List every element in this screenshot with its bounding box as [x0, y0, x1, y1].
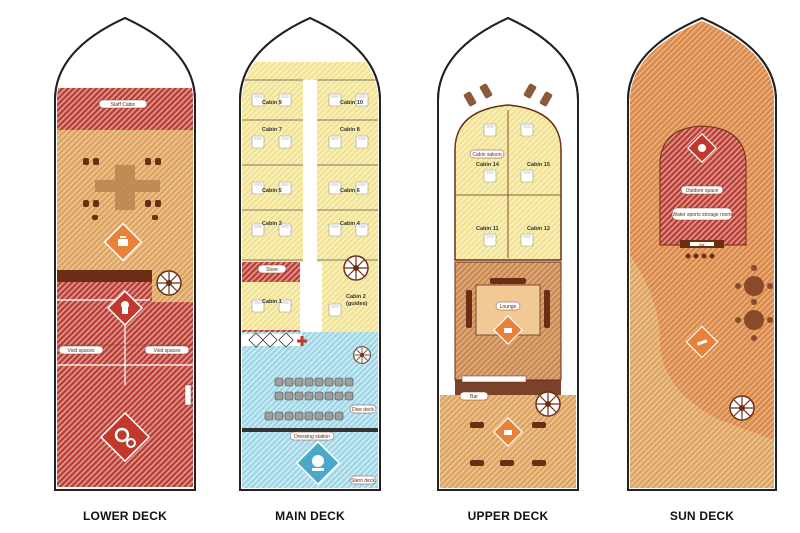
sunbathing-icon	[685, 325, 719, 359]
steering-wheel-icon	[156, 270, 182, 296]
dive-icon-3	[278, 332, 294, 348]
chef-icon	[106, 289, 144, 327]
outdoor-space-pill	[680, 185, 724, 195]
cabin-7-label: Cabin 7	[262, 127, 282, 133]
main-steering-wheel-rear-icon	[353, 346, 371, 364]
water-sports-label: Water sports storage room	[672, 212, 731, 218]
galley-icon	[103, 222, 143, 262]
sun-deck-tables	[735, 265, 773, 341]
cabin-10-label: Cabin 10	[340, 100, 363, 106]
cabin-4-label: Cabin 4	[340, 221, 361, 227]
cabin-3-label: Cabin 3	[262, 221, 282, 227]
sun-deck: Outdoor space Water sports storage room …	[627, 16, 777, 491]
outdoor-space-label: Outdoor space	[686, 188, 719, 194]
void-spaces-left-pill	[58, 345, 104, 355]
dive-deck-icon	[295, 440, 341, 486]
sun-bar-label: Bar	[699, 243, 705, 247]
cabin-6-label: Cabin 6	[340, 188, 360, 194]
sun-loungers	[463, 83, 553, 107]
cabin-saloon-label: Cabin saloon	[472, 152, 501, 158]
void-spaces-right-pill	[144, 345, 190, 355]
main-deck-title: MAIN DECK	[275, 509, 345, 523]
staff-cabin-label-pill	[98, 99, 148, 109]
dressing-station-pill	[289, 431, 335, 441]
upper-bar-pill	[459, 391, 489, 401]
main-deck: Cabin 9 Cabin 10 Cabin 7 Cabin 8 Cabin 5…	[239, 16, 381, 491]
store-pill	[257, 264, 287, 274]
sun-deck-top-icon	[687, 133, 717, 163]
lounge-sofas	[466, 278, 550, 328]
sun-deck-title: SUN DECK	[669, 509, 735, 523]
water-sports-pill	[671, 207, 733, 221]
cabin-8-label: Cabin 8	[340, 127, 360, 133]
upper-deck: Cabin saloon Cabin 14 Cabin 15 Cabin 11 …	[437, 16, 579, 491]
cabin-12-label: Cabin 12	[527, 226, 550, 232]
staff-cabin-label: Staff Cabin	[111, 102, 136, 108]
dive-icon-1	[248, 332, 264, 348]
dive-deck-pill	[349, 404, 377, 414]
cabin-14-label: Cabin 14	[476, 162, 500, 168]
cabin-5-label: Cabin 5	[262, 188, 282, 194]
engine-room-icon	[99, 411, 151, 463]
cabin-9-label: Cabin 9	[262, 100, 282, 106]
dressing-station-label: Dressing station	[294, 434, 330, 440]
cabin-2-label: Cabin 2	[346, 294, 366, 300]
lower-deck: Staff Cabin Void spaces Void spaces	[54, 16, 196, 491]
cabin-saloon-pill	[469, 149, 505, 159]
sun-steering-wheel-icon	[729, 395, 755, 421]
stern-deck-label: Stern deck	[351, 478, 375, 484]
cabin-1-label: Cabin 1	[262, 299, 282, 305]
store-label: Store	[266, 267, 278, 273]
dive-icon-2	[262, 332, 278, 348]
main-steering-wheel-icon	[343, 255, 369, 281]
cabin-2-sub-label: (guides)	[346, 301, 368, 307]
upper-deck-title: UPPER DECK	[467, 509, 549, 523]
cabin-15-label: Cabin 15	[527, 162, 550, 168]
lounge-icon	[493, 315, 523, 345]
lower-deck-title: LOWER DECK	[83, 509, 167, 523]
upper-bar-label: Bar	[470, 394, 478, 400]
dive-tank-rows	[264, 377, 354, 421]
staff-cabin-area	[57, 88, 193, 130]
dive-deck-label: Dive deck	[352, 407, 374, 413]
lounge-pill	[495, 301, 521, 311]
void-spaces-left-label: Void spaces	[68, 348, 95, 354]
first-aid-icon	[297, 336, 307, 346]
upper-dining-icon	[493, 417, 523, 447]
void-spaces-right-label: Void spaces	[154, 348, 181, 354]
upper-dining-chairs	[470, 422, 546, 466]
lounge-label: Lounge	[500, 304, 517, 310]
cabin-11-label: Cabin 11	[476, 226, 499, 232]
stern-deck-pill	[349, 475, 377, 485]
upper-steering-wheel-icon	[535, 391, 561, 417]
mess-chairs	[83, 158, 161, 220]
sun-bar-stools	[685, 253, 715, 259]
